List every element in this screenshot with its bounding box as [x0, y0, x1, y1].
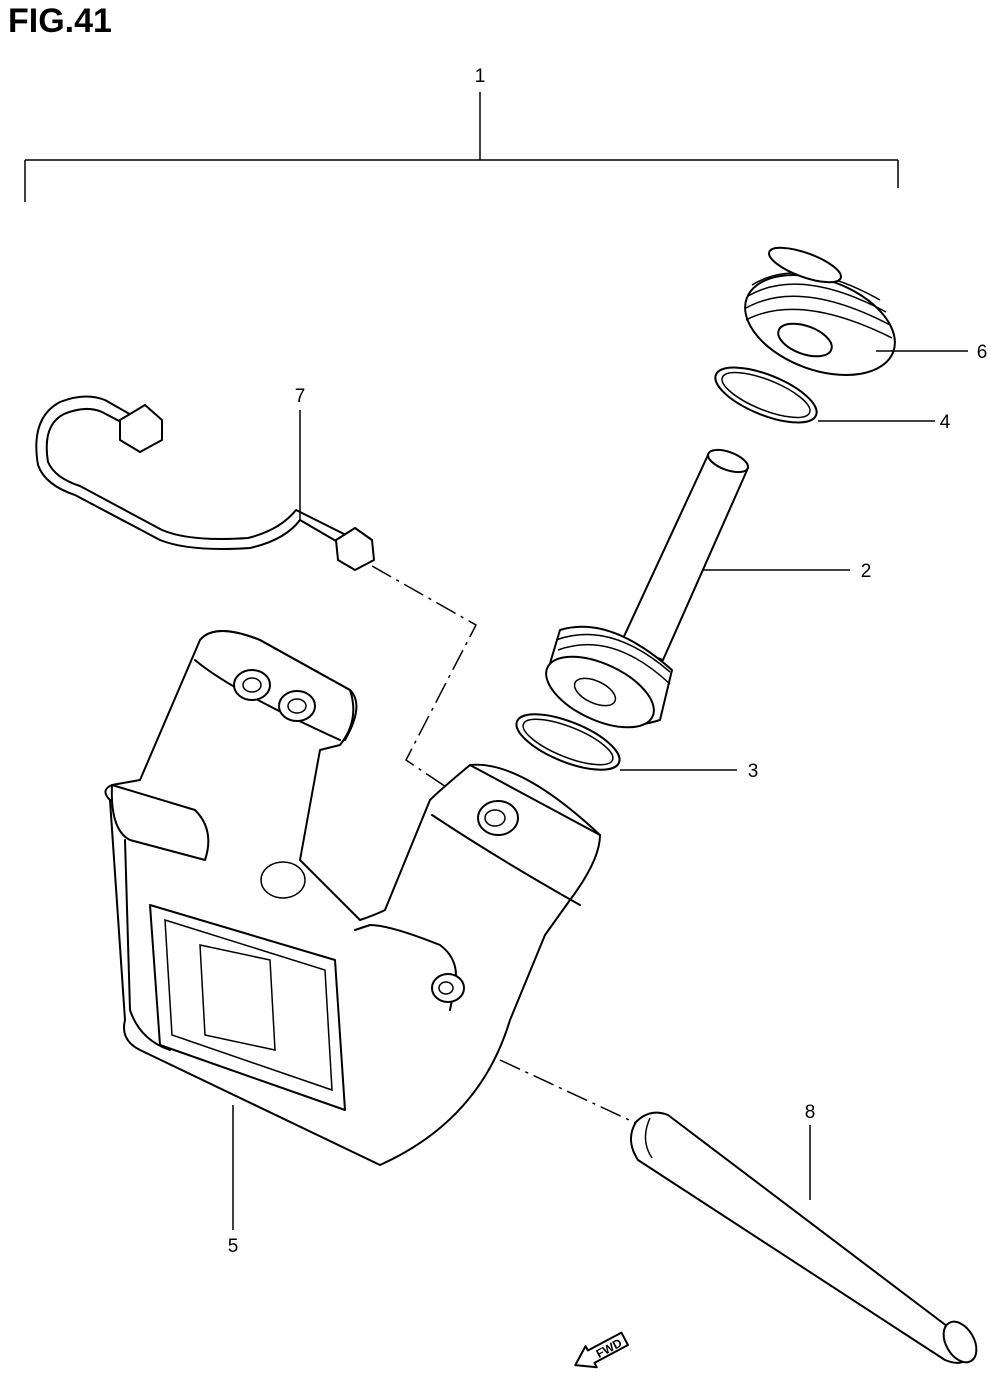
callout-7: 7 [295, 386, 306, 407]
part-piston-shaft [545, 448, 749, 729]
part-caliper-body [104, 630, 601, 1166]
part-cap-threaded [744, 246, 896, 376]
callout-5: 5 [228, 1236, 239, 1257]
leader-lines [232, 350, 968, 1230]
callout-6: 6 [977, 342, 988, 363]
assembly-bracket [24, 92, 899, 202]
part-brake-pipe [35, 395, 375, 571]
callout-4: 4 [940, 412, 951, 433]
guide-line-pin [499, 1059, 641, 1126]
fwd-arrow-icon: FWD [574, 1331, 630, 1369]
callout-1: 1 [475, 66, 486, 87]
part-o-ring-upper [714, 366, 818, 424]
part-o-ring-lower [515, 713, 621, 771]
figure-title: FIG.41 [8, 2, 112, 40]
callout-8: 8 [805, 1102, 816, 1123]
part-pin [630, 1111, 978, 1364]
callout-2: 2 [861, 561, 872, 582]
callout-3: 3 [748, 761, 759, 782]
